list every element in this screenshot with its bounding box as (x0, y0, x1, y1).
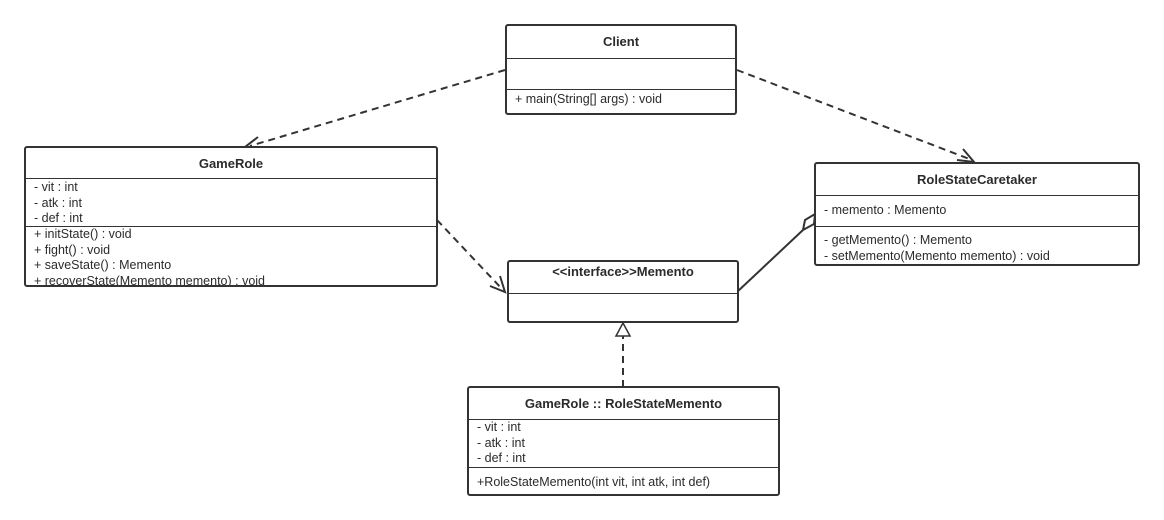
attribute: - vit : int (34, 180, 78, 194)
method: +RoleStateMemento(int vit, int atk, int … (477, 475, 711, 489)
class-gamerole[interactable]: GameRole - vit : int - atk : int - def :… (24, 146, 438, 287)
methods-section: +RoleStateMemento(int vit, int atk, int … (469, 467, 778, 494)
methods-section: - getMemento() : Memento - setMemento(Me… (816, 226, 1138, 264)
attributes-section: - memento : Memento (816, 196, 1138, 226)
method: + main(String[] args) : void (515, 92, 662, 106)
interface-name: <<interface>>Memento (509, 262, 737, 294)
class-name: GameRole (26, 148, 436, 179)
attribute: - atk : int (477, 435, 525, 450)
class-name: GameRole :: RoleStateMemento (469, 388, 778, 420)
arrowhead-open (956, 148, 977, 164)
method: + saveState() : Memento (34, 258, 172, 272)
attribute: - def : int (34, 211, 83, 225)
class-name: RoleStateCaretaker (816, 164, 1138, 196)
attributes-section: - vit : int - atk : int - def : int (469, 420, 778, 467)
method: - getMemento() : Memento (824, 233, 972, 247)
attribute: - vit : int (477, 420, 521, 434)
attributes-section (507, 59, 735, 89)
class-rolestatecaretaker[interactable]: RoleStateCaretaker - memento : Memento -… (814, 162, 1140, 266)
arrowhead-open (489, 275, 507, 294)
method: + fight() : void (34, 242, 111, 257)
aggregation-line (736, 229, 804, 293)
method: + recoverState(Memento memento) : void (34, 273, 265, 286)
method: - setMemento(Memento memento) : void (824, 248, 1050, 263)
class-name: Client (507, 26, 735, 59)
dependency-client-gamerole (249, 69, 506, 147)
attribute: - memento : Memento (824, 203, 947, 217)
methods-section: + initState() : void + fight() : void + … (26, 226, 436, 285)
class-rolestatememento[interactable]: GameRole :: RoleStateMemento - vit : int… (467, 386, 780, 496)
interface-memento[interactable]: <<interface>>Memento (507, 260, 739, 323)
methods-section: + main(String[] args) : void (507, 89, 735, 113)
dependency-client-caretaker (736, 69, 973, 161)
body-section (509, 294, 737, 321)
attribute: - def : int (477, 451, 526, 465)
class-client[interactable]: Client + main(String[] args) : void (505, 24, 737, 115)
attribute: - atk : int (34, 195, 82, 210)
dependency-gamerole-memento (436, 219, 504, 291)
attributes-section: - vit : int - atk : int - def : int (26, 179, 436, 226)
method: + initState() : void (34, 227, 132, 241)
realization-triangle (614, 321, 632, 337)
